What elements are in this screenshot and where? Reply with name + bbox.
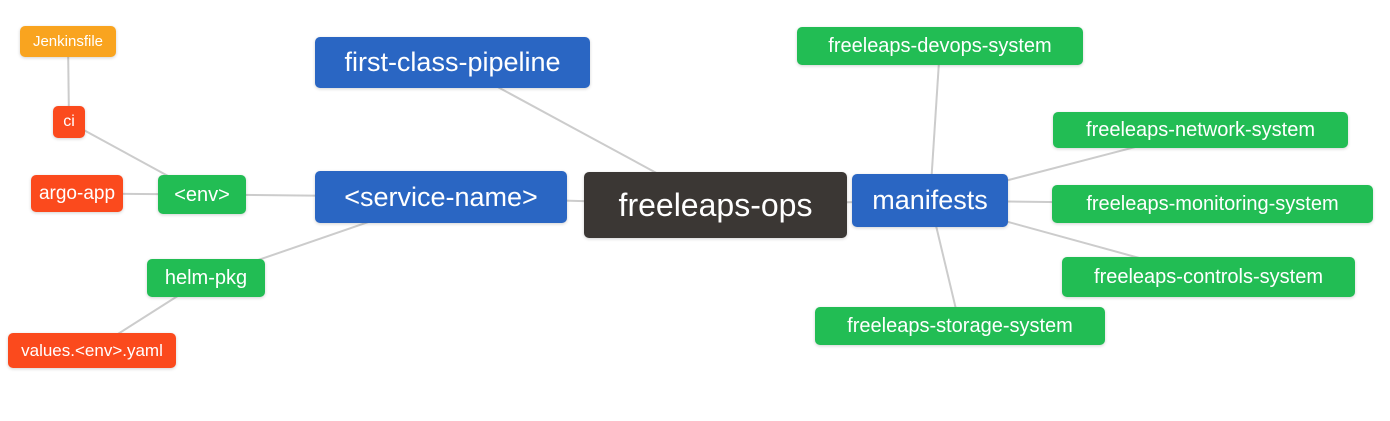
node-network-system[interactable]: freeleaps-network-system xyxy=(1053,112,1348,148)
node-storage-system[interactable]: freeleaps-storage-system xyxy=(815,307,1105,345)
node-argo-app[interactable]: argo-app xyxy=(31,175,123,212)
node-values-env-yaml[interactable]: values.<env>.yaml xyxy=(8,333,176,368)
node-helm-pkg[interactable]: helm-pkg xyxy=(147,259,265,297)
node-service-name[interactable]: <service-name> xyxy=(315,171,567,223)
node-jenkinsfile[interactable]: Jenkinsfile xyxy=(20,26,116,57)
node-devops-system[interactable]: freeleaps-devops-system xyxy=(797,27,1083,65)
node-env[interactable]: <env> xyxy=(158,175,246,214)
node-ci[interactable]: ci xyxy=(53,106,85,138)
node-freeleaps-ops[interactable]: freeleaps-ops xyxy=(584,172,847,238)
node-monitoring-system[interactable]: freeleaps-monitoring-system xyxy=(1052,185,1373,223)
node-manifests[interactable]: manifests xyxy=(852,174,1008,227)
node-controls-system[interactable]: freeleaps-controls-system xyxy=(1062,257,1355,297)
node-first-class-pipeline[interactable]: first-class-pipeline xyxy=(315,37,590,88)
